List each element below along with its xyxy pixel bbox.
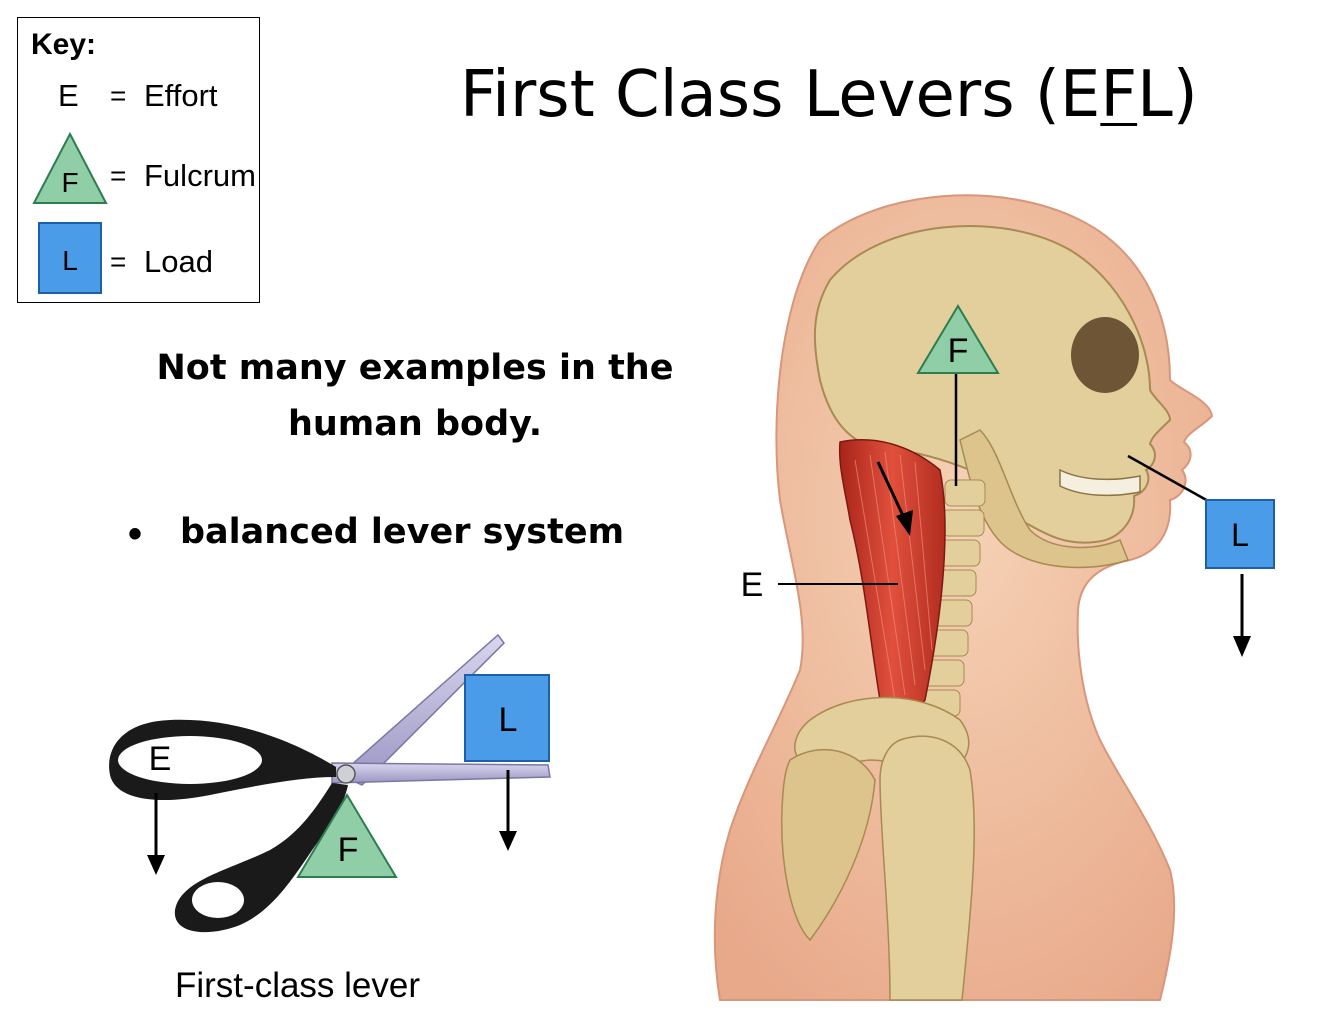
title-prefix: First Class Levers (E — [460, 58, 1100, 132]
subtitle-line-1: Not many examples in the — [140, 340, 690, 396]
key-load-equals: = — [110, 246, 126, 278]
scissors-illustration: E F L — [100, 625, 570, 945]
scissors-caption: First-class lever — [175, 966, 420, 1006]
key-legend: Key: E = Effort F = Fulcrum L = Load — [17, 17, 260, 303]
scissors-fulcrum-label: F — [338, 831, 359, 869]
page-title: First Class Levers (EFL) — [460, 58, 1198, 132]
scissors-pivot-screw — [337, 765, 355, 783]
key-effort-label: Effort — [144, 78, 218, 114]
fulcrum-triangle-icon: F — [32, 132, 108, 206]
key-fulcrum-equals: = — [110, 160, 126, 192]
key-load-symbol: L — [62, 245, 78, 276]
subtitle-line-2: human body. — [140, 396, 690, 452]
key-fulcrum-label: Fulcrum — [144, 158, 256, 194]
eye-socket — [1071, 317, 1139, 393]
title-underlined-letter: F — [1100, 58, 1137, 132]
key-load-label: Load — [144, 244, 213, 280]
key-effort-symbol: E — [58, 78, 79, 114]
scissors-upper-handle-hole — [118, 736, 262, 784]
head-neck-illustration: E F L — [700, 180, 1330, 1010]
scissors-lower-handle-hole — [192, 882, 244, 918]
load-square-icon: L — [38, 222, 104, 296]
arrow-down-icon — [147, 855, 165, 875]
humerus — [880, 736, 974, 1000]
bullet-text: balanced lever system — [180, 512, 624, 552]
head-fulcrum-label: F — [948, 332, 969, 370]
scissors-load-label: L — [499, 701, 518, 739]
key-heading: Key: — [31, 28, 96, 62]
head-effort-label: E — [741, 566, 764, 604]
subtitle: Not many examples in the human body. — [140, 340, 690, 452]
title-suffix: L) — [1137, 58, 1198, 132]
arrow-down-icon — [499, 831, 517, 851]
arrow-down-icon — [1233, 636, 1251, 657]
scissors-lower-blade — [332, 763, 550, 783]
key-effort-equals: = — [110, 80, 126, 112]
head-load-label: L — [1231, 517, 1249, 553]
key-fulcrum-symbol: F — [61, 167, 78, 198]
scissors-effort-label: E — [149, 740, 172, 778]
bullet-marker: • — [128, 512, 142, 557]
